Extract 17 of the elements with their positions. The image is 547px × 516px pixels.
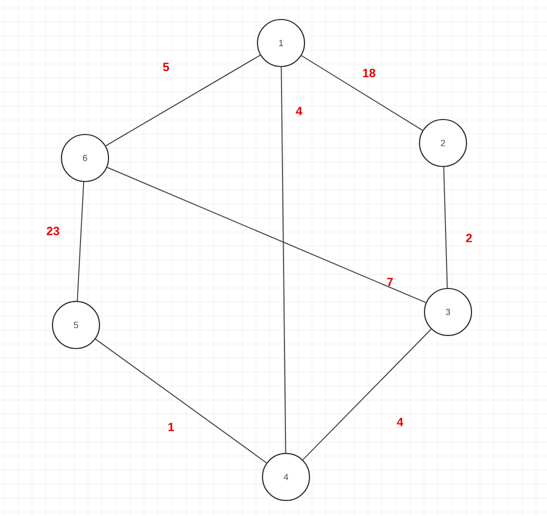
edge-line: [302, 328, 432, 460]
edge-label: 4: [396, 418, 404, 426]
edge-label: 1: [168, 422, 174, 432]
edge-label: 2: [466, 234, 472, 242]
edge-label: 5: [163, 62, 169, 72]
edge-label: 4: [296, 106, 302, 116]
edge-line: [106, 166, 426, 304]
edge-line: [94, 338, 268, 464]
edge-line: [76, 182, 84, 302]
edge-line: [105, 54, 261, 146]
edge-label: 23: [46, 226, 60, 236]
edge-label: 18: [363, 68, 376, 78]
edge-line: [443, 166, 448, 288]
node-label: 4: [284, 474, 288, 480]
edge-line: [300, 55, 424, 131]
edge-line: [280, 66, 286, 454]
edge-label: 7: [387, 278, 393, 286]
